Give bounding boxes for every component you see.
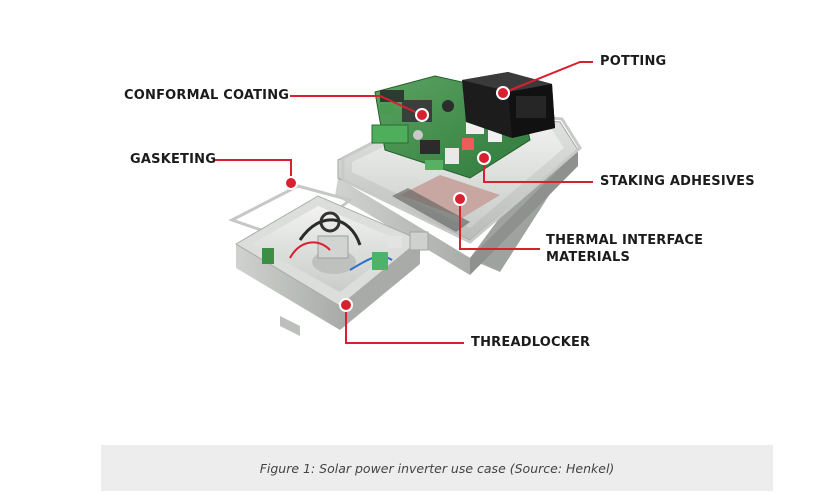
thermal-dot: [453, 192, 467, 206]
gasketing-dot: [284, 176, 298, 190]
junction-box: [228, 184, 429, 336]
figure-caption: Figure 1: Solar power inverter use case …: [259, 460, 615, 476]
threadlocker-dot: [339, 298, 353, 312]
potting-dot: [496, 86, 510, 100]
potting-block: [462, 72, 555, 138]
figure-caption-box: Figure 1: Solar power inverter use case …: [101, 445, 773, 491]
label-gasketing: GASKETING: [130, 152, 217, 167]
staking-callout-line: [483, 158, 593, 183]
gasketing-callout-line: [214, 159, 292, 182]
conformal-dot: [415, 108, 429, 122]
label-thermal-materials: MATERIALS: [546, 250, 631, 265]
potting-callout-line: [502, 61, 593, 94]
label-conformal-coating: CONFORMAL COATING: [124, 88, 290, 103]
staking-dot: [477, 151, 491, 165]
callout-dots: [284, 86, 510, 312]
thermal-callout-line: [459, 200, 540, 250]
label-threadlocker: THREADLOCKER: [471, 335, 591, 350]
threadlocker-callout-line: [345, 305, 464, 344]
label-staking-adhesives: STAKING ADHESIVES: [600, 174, 755, 189]
inverter-diagram: [214, 61, 593, 344]
label-thermal-interface: THERMAL INTERFACE: [546, 233, 704, 248]
callouts: [214, 61, 593, 344]
label-potting: POTTING: [600, 54, 667, 69]
conformal-callout-line: [290, 95, 423, 116]
